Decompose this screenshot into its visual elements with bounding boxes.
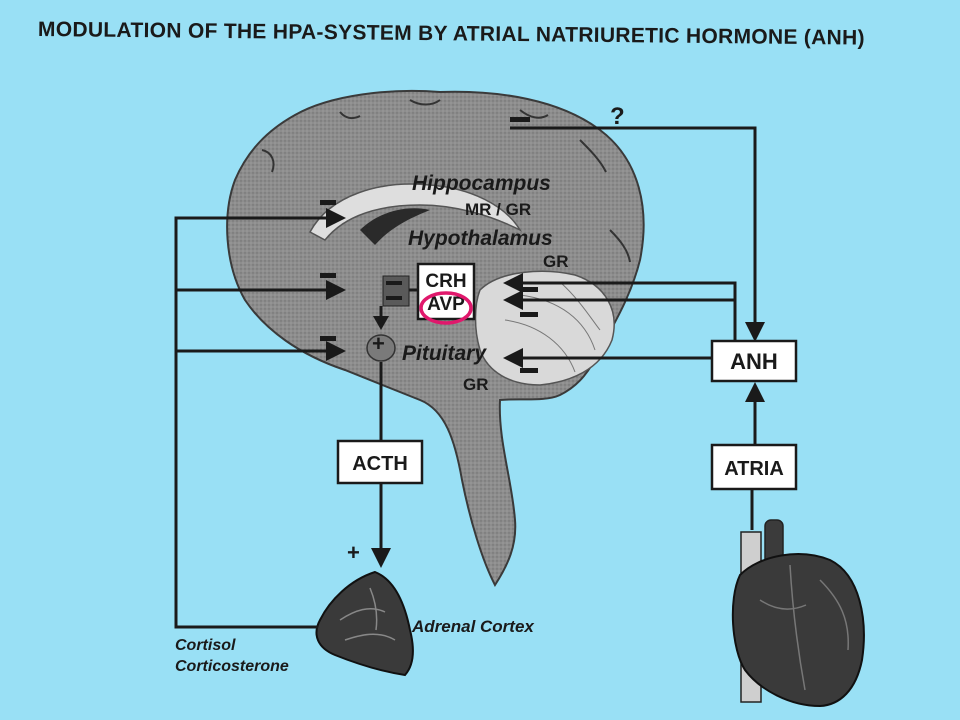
arrowhead-atria-anh bbox=[745, 382, 765, 402]
label-hypothalamus: Hypothalamus bbox=[408, 227, 553, 250]
label-hippocampus: Hippocampus bbox=[412, 172, 551, 195]
minus-sign-cortex bbox=[510, 117, 530, 122]
label-pituitary: Pituitary bbox=[402, 342, 487, 365]
label-mr-gr: MR / GR bbox=[465, 200, 531, 219]
minus-sign-pituitary bbox=[320, 336, 336, 341]
minus-sign-anh-pituitary bbox=[520, 368, 538, 373]
box-anh-label: ANH bbox=[730, 349, 778, 374]
minus-sign-avp bbox=[520, 312, 538, 317]
arrowhead-anh-pituitary bbox=[503, 348, 523, 368]
adrenal-illustration bbox=[315, 570, 414, 677]
box-acth: ACTH bbox=[336, 439, 424, 485]
minus-sign-nucleus-1 bbox=[386, 281, 402, 285]
box-acth-label: ACTH bbox=[352, 453, 408, 475]
label-question-mark: ? bbox=[610, 103, 625, 130]
arrowhead-adrenal bbox=[371, 548, 391, 568]
box-crh-label: CRH bbox=[425, 271, 466, 292]
minus-sign-hypothalamus bbox=[320, 273, 336, 278]
label-gr-pituitary: GR bbox=[463, 375, 489, 394]
avp-highlight-ring bbox=[419, 291, 473, 325]
cerebellum bbox=[474, 270, 615, 386]
heart-detail bbox=[759, 564, 849, 691]
arrowhead-hippocampus bbox=[326, 208, 346, 228]
arrowhead-anh-top bbox=[745, 322, 765, 342]
arrowhead-crh bbox=[503, 273, 523, 293]
ventricle bbox=[360, 208, 430, 245]
anh-cortex-line bbox=[510, 126, 757, 328]
cortisol-feedback-line bbox=[174, 216, 340, 629]
connectors bbox=[174, 117, 765, 629]
brain-illustration bbox=[226, 89, 645, 587]
label-cortisol: Cortisol bbox=[175, 637, 236, 654]
brain-sulci bbox=[261, 99, 631, 263]
cerebellum-folds bbox=[504, 281, 601, 373]
arrowhead-avp bbox=[503, 290, 523, 310]
adrenal-detail bbox=[339, 587, 396, 641]
pituitary-gland bbox=[366, 334, 396, 362]
label-plus-pituitary: + bbox=[372, 331, 385, 356]
corpus-callosum bbox=[308, 183, 522, 241]
anh-crh-line bbox=[518, 281, 737, 343]
hypothalamus-nucleus bbox=[382, 275, 410, 307]
arrowhead-pituitary bbox=[326, 341, 346, 361]
box-crh: CRH AVP bbox=[416, 262, 476, 321]
minus-sign-crh bbox=[520, 287, 538, 292]
arrowhead-hypothalamus-pituitary bbox=[373, 316, 389, 330]
heart-illustration bbox=[731, 519, 865, 708]
minus-sign-nucleus-2 bbox=[386, 296, 402, 300]
label-corticosterone: Corticosterone bbox=[175, 658, 289, 675]
box-avp-label: AVP bbox=[427, 294, 465, 315]
box-atria-label: ATRIA bbox=[724, 458, 784, 480]
box-atria: ATRIA bbox=[710, 443, 798, 491]
box-anh: ANH bbox=[710, 339, 798, 383]
minus-sign-hippocampus bbox=[320, 200, 336, 205]
adrenal-gland bbox=[315, 570, 414, 677]
label-plus-adrenal: + bbox=[347, 540, 360, 565]
label-gr-hypothalamus: GR bbox=[543, 252, 569, 271]
label-adrenal-cortex: Adrenal Cortex bbox=[411, 617, 535, 636]
arrowhead-hypothalamus bbox=[326, 280, 346, 300]
